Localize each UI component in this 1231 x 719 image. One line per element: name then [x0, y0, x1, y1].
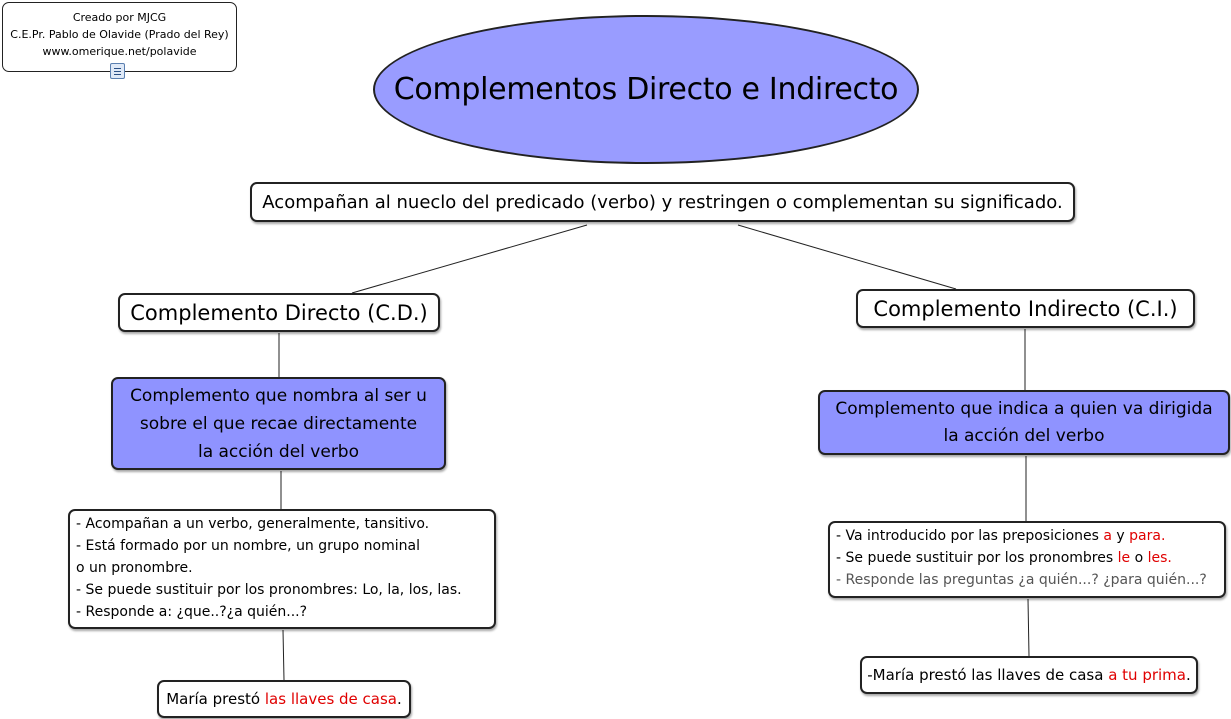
ci-definition-line: la acción del verbo [943, 425, 1105, 446]
ci-definition-line: Complemento que indica a quien va dirigi… [835, 398, 1213, 419]
cd-title-box: Complemento Directo (C.D.) [118, 293, 440, 332]
ci-title-box: Complemento Indirecto (C.I.) [856, 289, 1195, 328]
ci-detail-item: - Responde las preguntas ¿a quién...? ¿p… [836, 572, 1207, 588]
cd-detail-item: - Responde a: ¿que..?¿a quién...? [76, 604, 308, 620]
cd-definition-line: la acción del verbo [197, 441, 360, 462]
ci-definition-box: Complemento que indica a quien va dirigi… [818, 390, 1230, 455]
ci-detail-item: - Va introducido por las preposiciones a… [836, 528, 1166, 544]
connector-desc-to-ci [737, 224, 957, 290]
ci-details-box: - Va introducido por las preposiciones a… [828, 521, 1226, 598]
cd-detail-item: - Está formado por un nombre, un grupo n… [76, 538, 420, 554]
cd-example-box: María prestó las llaves de casa. [157, 680, 411, 718]
main-title-ellipse: Complementos Directo e Indirecto [373, 15, 919, 164]
ci-example-text: -María prestó las llaves de casa [867, 666, 1109, 684]
main-description-box: Acompañan al nueclo del predicado (verbo… [250, 182, 1075, 222]
credit-website: www.omerique.net/polavide [42, 45, 197, 58]
cd-details-box: - Acompañan a un verbo, generalmente, ta… [68, 509, 496, 629]
credit-school: C.E.Pr. Pablo de Olavide (Prado del Rey) [10, 28, 229, 41]
cd-example-text: María prestó [166, 690, 265, 708]
ci-example-period: . [1185, 666, 1191, 684]
cd-definition-line: sobre el que recae directamente [139, 413, 418, 434]
ci-example-highlight: a tu prima [1108, 666, 1186, 684]
ci-title: Complemento Indirecto (C.I.) [873, 296, 1178, 321]
connector-cd-list-to-example [282, 629, 285, 681]
cd-detail-item: o un pronombre. [76, 560, 193, 576]
connector-ci-list-to-example [1027, 598, 1030, 657]
main-description: Acompañan al nueclo del predicado (verbo… [262, 191, 1063, 213]
credit-author: Creado por MJCG [72, 11, 167, 24]
cd-detail-item: - Se puede sustituir por los pronombres:… [76, 582, 462, 598]
cd-definition-box: Complemento que nombra al ser u sobre el… [111, 377, 446, 470]
cd-example-period: . [397, 690, 402, 708]
connector-desc-to-cd [351, 224, 588, 294]
ci-detail-item: - Se puede sustituir por los pronombres … [836, 550, 1172, 566]
note-icon[interactable] [110, 63, 125, 79]
cd-detail-item: - Acompañan a un verbo, generalmente, ta… [76, 516, 430, 532]
ci-example-box: -María prestó las llaves de casa a tu pr… [860, 656, 1198, 694]
cd-title: Complemento Directo (C.D.) [130, 300, 428, 325]
credit-box: Creado por MJCG C.E.Pr. Pablo de Olavide… [2, 2, 237, 72]
cd-definition-line: Complemento que nombra al ser u [130, 385, 427, 406]
main-title: Complementos Directo e Indirecto [393, 72, 899, 107]
cd-example-highlight: las llaves de casa [264, 690, 397, 708]
